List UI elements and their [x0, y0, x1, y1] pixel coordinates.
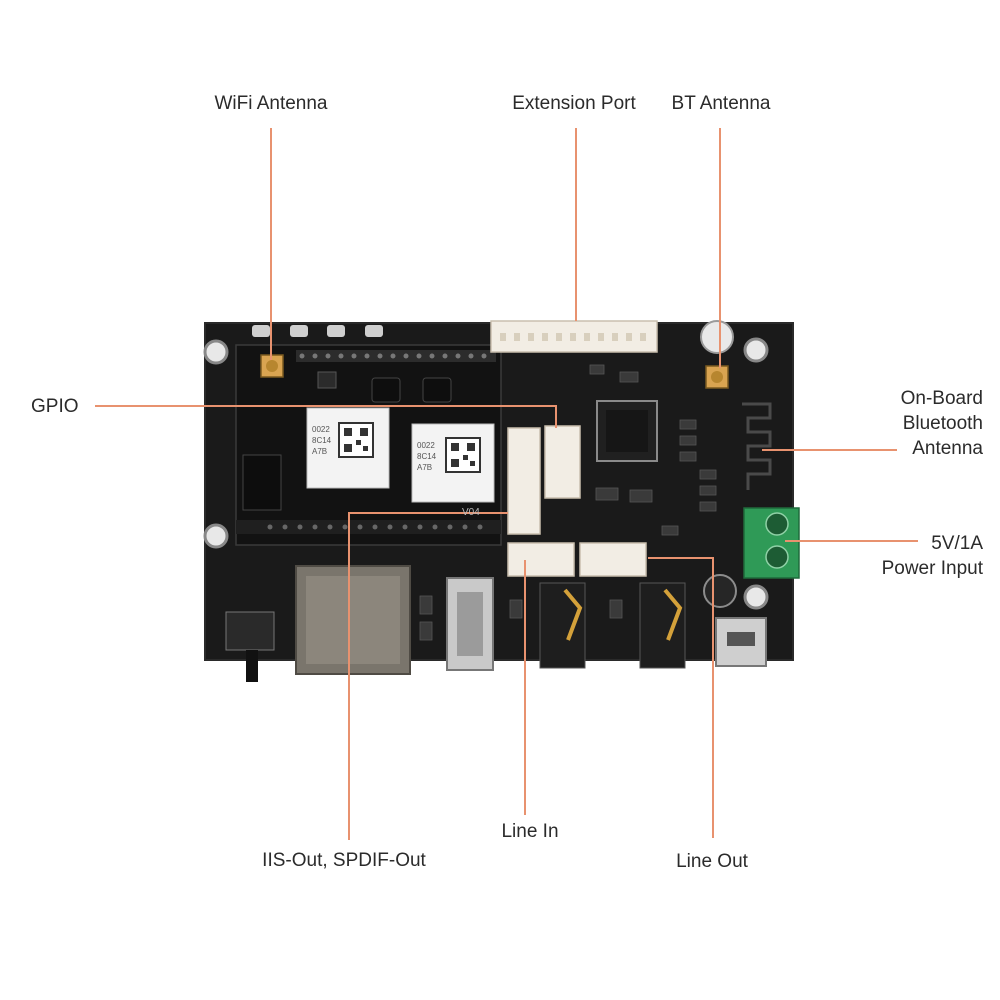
label-power-input: 5V/1A Power Input — [881, 533, 983, 579]
label-onboard-bt-antenna: On-Board Bluetooth Antenna — [900, 388, 983, 459]
line-in-connector — [507, 542, 575, 577]
label-gpio: GPIO — [31, 396, 79, 417]
label-iis-spdif-out: IIS-Out, SPDIF-Out — [262, 850, 426, 871]
module-code-left: 0022 8C14 A7B — [312, 425, 332, 456]
callout-line-line-out — [648, 557, 714, 838]
label-line-in: Line In — [501, 821, 559, 842]
line-out-connector — [579, 542, 647, 577]
mounting-hole — [203, 523, 229, 549]
label-bt-antenna: BT Antenna — [671, 93, 771, 114]
gpio-connector — [544, 425, 581, 499]
mounting-hole — [203, 339, 229, 365]
module-code-right: 0022 8C14 A7B — [417, 441, 437, 472]
callout-lines — [95, 128, 918, 840]
label-line-out: Line Out — [676, 851, 748, 872]
label-extension-port: Extension Port — [512, 93, 636, 114]
label-wifi-antenna: WiFi Antenna — [214, 93, 328, 114]
mounting-hole — [743, 337, 769, 363]
audio-jack-left — [539, 582, 586, 669]
onboard-bt-antenna-trace — [742, 402, 772, 490]
iis-spdif-connector — [507, 427, 541, 535]
reset-button — [225, 611, 275, 651]
callout-line-iis-spdif — [348, 512, 508, 840]
mounting-hole — [743, 584, 769, 610]
audio-jack-right — [639, 582, 686, 669]
pcb-board — [203, 320, 800, 682]
callout-line-gpio — [95, 405, 557, 428]
board-silkscreen: V04 — [462, 507, 480, 518]
